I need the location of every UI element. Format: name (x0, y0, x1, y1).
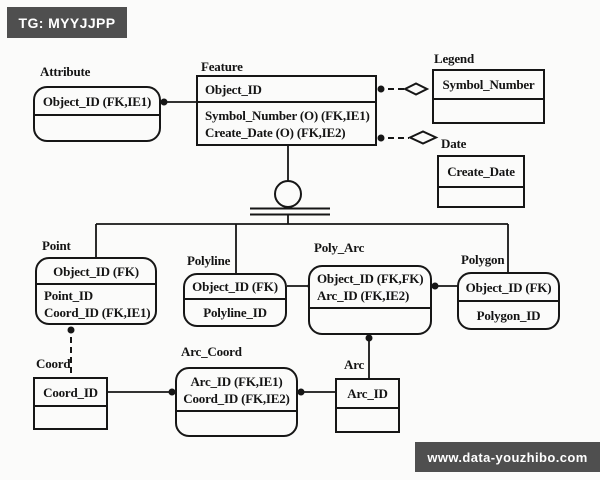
attr-line: Coord_ID (FK,IE2) (183, 390, 290, 406)
dot-polyarc-right (431, 282, 439, 290)
key-compartment: Object_ID (FK) (37, 259, 155, 285)
entity-label-arc: Arc (344, 357, 365, 372)
entity-attribute: Object_ID (FK,IE1) (33, 86, 161, 142)
attr-compartment (434, 100, 543, 122)
entity-polyline: Object_ID (FK) Polyline_ID (183, 273, 287, 327)
attr-line: Coord_ID (43, 384, 98, 400)
attr-line: Object_ID (FK,FK) (317, 271, 424, 286)
dot-feature-date (377, 134, 385, 142)
entity-label-poly-arc: Poly_Arc (314, 240, 365, 255)
attr-compartment (35, 116, 159, 140)
dot-feature-legend (377, 85, 385, 93)
entity-poly-arc: Object_ID (FK,FK) Arc_ID (FK,IE2) (308, 265, 432, 335)
entity-arc-coord: Arc_ID (FK,IE1) Coord_ID (FK,IE2) (175, 367, 298, 437)
entity-label-attribute: Attribute (40, 64, 91, 79)
key-compartment: Object_ID (198, 77, 375, 103)
attr-line: Polygon_ID (476, 307, 541, 323)
attr-line: Object_ID (FK) (465, 279, 552, 295)
key-compartment: Object_ID (FK,FK) Arc_ID (FK,IE2) (310, 267, 430, 309)
attr-line: Arc_ID (347, 386, 388, 401)
entity-polygon: Object_ID (FK) Polygon_ID (457, 272, 560, 330)
attr-line: Arc_ID (FK,IE1) (190, 373, 283, 389)
dot-point-bottom (67, 326, 75, 334)
entity-label-feature: Feature (201, 59, 243, 74)
attr-compartment: Polygon_ID (459, 302, 558, 328)
watermark-bottom-right: www.data-youzhibo.com (415, 442, 600, 472)
attr-line: Polyline_ID (203, 305, 267, 320)
entity-label-arc-coord: Arc_Coord (181, 344, 242, 359)
attr-line: Object_ID (FK) (53, 263, 139, 279)
key-compartment: Arc_ID (337, 380, 398, 409)
entity-point: Object_ID (FK) Point_ID Coord_ID (FK,IE1… (35, 257, 157, 325)
attr-compartment (177, 412, 296, 435)
attr-line: Object_ID (205, 81, 262, 97)
diamond-at-legend (402, 82, 430, 96)
entity-legend: Symbol_Number (432, 69, 545, 124)
attr-compartment (439, 188, 523, 206)
key-compartment: Object_ID (FK,IE1) (35, 88, 159, 116)
key-compartment: Symbol_Number (434, 71, 543, 100)
attr-line: Coord_ID (FK,IE1) (44, 305, 151, 320)
attr-line: Object_ID (FK) (192, 279, 278, 294)
attr-compartment (337, 409, 398, 431)
attr-line: Object_ID (FK,IE1) (42, 93, 152, 109)
attr-line: Symbol_Number (O) (FK,IE1) (205, 107, 370, 123)
key-compartment: Create_Date (439, 157, 523, 188)
dot-arccoord-right (297, 388, 305, 396)
attr-line: Arc_ID (FK,IE2) (317, 288, 410, 303)
entity-label-polygon: Polygon (461, 252, 505, 267)
key-compartment: Object_ID (FK) (459, 274, 558, 302)
attr-compartment (310, 309, 430, 333)
entity-coord: Coord_ID (33, 377, 108, 430)
attr-line: Symbol_Number (442, 77, 535, 92)
entity-label-date: Date (441, 136, 467, 151)
attr-line: Create_Date (O) (FK,IE2) (205, 124, 346, 140)
entity-feature: Object_ID Symbol_Number (O) (FK,IE1) Cre… (196, 75, 377, 146)
entity-date: Create_Date (437, 155, 525, 208)
key-compartment: Object_ID (FK) (185, 275, 285, 300)
category-circle (274, 180, 302, 208)
attr-compartment: Symbol_Number (O) (FK,IE1) Create_Date (… (198, 103, 375, 144)
entity-label-legend: Legend (434, 51, 474, 66)
attr-compartment (35, 407, 106, 428)
watermark-top-left: TG: MYYJJPP (7, 7, 127, 38)
dot-polyarc-bottom (365, 334, 373, 342)
entity-label-coord: Coord (36, 356, 71, 371)
entity-label-polyline: Polyline (187, 253, 231, 268)
attr-compartment: Point_ID Coord_ID (FK,IE1) (37, 285, 155, 323)
attr-compartment: Polyline_ID (185, 300, 285, 325)
dot-at-attribute (160, 98, 168, 106)
entity-arc: Arc_ID (335, 378, 400, 433)
key-compartment: Arc_ID (FK,IE1) Coord_ID (FK,IE2) (177, 369, 296, 412)
diamond-at-date (407, 130, 439, 145)
entity-label-point: Point (42, 238, 71, 253)
key-compartment: Coord_ID (35, 379, 106, 407)
attr-line: Point_ID (44, 288, 93, 303)
attr-line: Create_Date (447, 164, 515, 179)
